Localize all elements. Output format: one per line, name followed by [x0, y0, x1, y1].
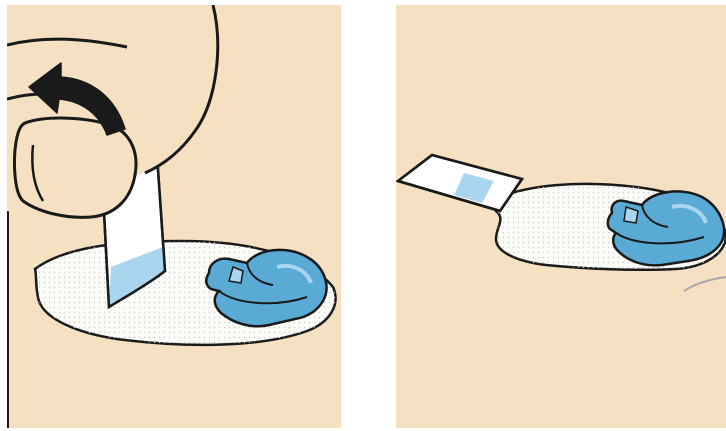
step-2-panel [396, 5, 726, 428]
sensor-cap-icon [206, 250, 326, 326]
cable-icon [684, 277, 726, 291]
step-2-illustration [396, 5, 726, 428]
step-1-illustration [7, 5, 341, 428]
sensor-cap-icon [608, 191, 724, 265]
liner-tab-icon [398, 155, 522, 211]
step-1-panel [7, 5, 341, 428]
